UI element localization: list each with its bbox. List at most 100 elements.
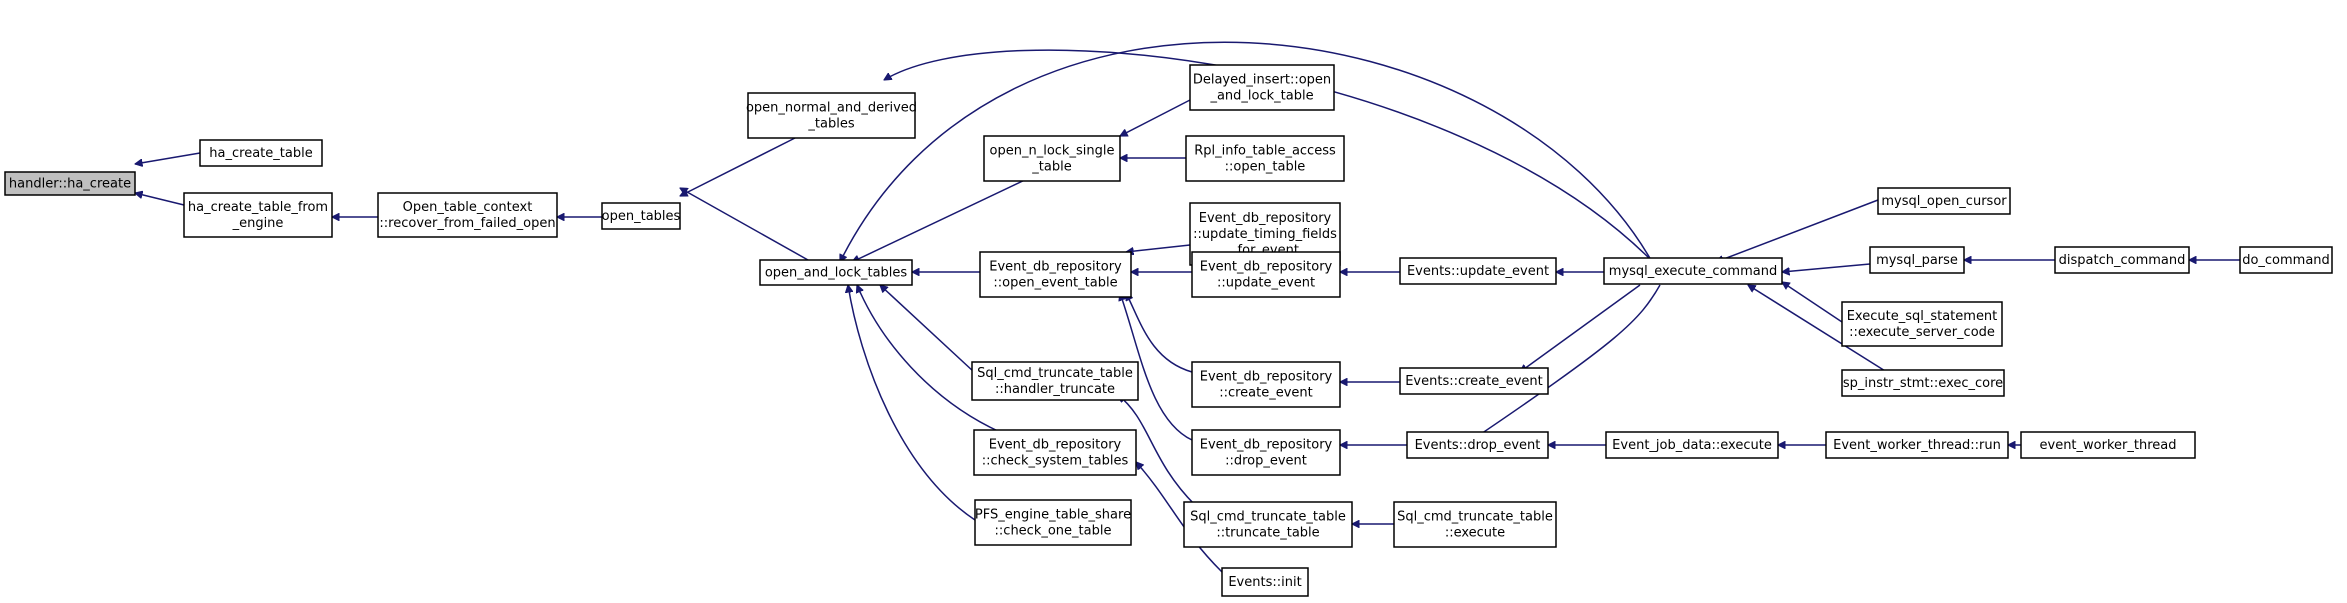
node-check-system-tables[interactable]: Event_db_repository::check_system_tables: [973, 429, 1137, 476]
node-box: [183, 192, 333, 238]
node-label: Events::init: [1228, 575, 1301, 590]
node-label: Events::drop_event: [1415, 438, 1541, 453]
node-label: Event_db_repository: [1200, 370, 1333, 385]
node-recover-from-failed-open[interactable]: Open_table_context::recover_from_failed_…: [377, 192, 558, 238]
node-box: [1191, 361, 1341, 408]
node-label: Sql_cmd_truncate_table: [1190, 510, 1346, 525]
node-events-create-event[interactable]: Events::create_event: [1399, 367, 1549, 395]
node-box: [971, 361, 1139, 401]
node-label: Event_worker_thread::run: [1833, 438, 2001, 453]
edge-update_timing_fields-to-open_event_table: [1126, 244, 1191, 252]
node-label: Event_db_repository: [1199, 211, 1332, 226]
node-label: Events::update_event: [1407, 264, 1549, 279]
node-label: mysql_open_cursor: [1881, 194, 2007, 209]
node-truncate-table[interactable]: Sql_cmd_truncate_table::truncate_table: [1183, 501, 1353, 548]
edge-check_one_table-to-open_and_lock_tables: [848, 285, 976, 521]
node-events-update-event[interactable]: Events::update_event: [1399, 257, 1557, 285]
edge-events_init-to-check_system_tables: [1136, 462, 1223, 573]
node-box: [747, 92, 916, 139]
node-label: mysql_execute_command: [1609, 264, 1777, 279]
edge-exec_core-to-mysql_execute_command: [1748, 285, 1891, 375]
edge-execute_server_code-to-mysql_execute_command: [1782, 282, 1843, 323]
node-label: mysql_parse: [1876, 253, 1958, 268]
node-exec-core[interactable]: sp_instr_stmt::exec_core: [1841, 369, 2005, 397]
node-repo-create-event[interactable]: Event_db_repository::create_event: [1191, 361, 1341, 408]
node-dispatch-command[interactable]: dispatch_command: [2054, 246, 2190, 274]
node-repo-drop-event[interactable]: Event_db_repository::drop_event: [1191, 429, 1341, 476]
node-repo-update-event[interactable]: Event_db_repository::update_event: [1191, 251, 1341, 298]
node-box: [1841, 301, 2003, 347]
node-open-and-lock-tables[interactable]: open_and_lock_tables: [759, 259, 913, 286]
node-label: Event_db_repository: [1200, 438, 1333, 453]
node-open-n-lock-single-table[interactable]: open_n_lock_single_table: [983, 135, 1121, 182]
node-ha-create-table[interactable]: ha_create_table: [199, 139, 323, 167]
node-label: open_and_lock_tables: [765, 266, 908, 281]
node-delayed-insert-open-and-lock-table[interactable]: Delayed_insert::open_and_lock_table: [1189, 64, 1335, 111]
node-label: Execute_sql_statement: [1847, 309, 1998, 324]
node-label: ::update_event: [1217, 276, 1315, 291]
node-open-tables[interactable]: open_tables: [601, 202, 681, 230]
node-truncate-execute[interactable]: Sql_cmd_truncate_table::execute: [1393, 501, 1557, 548]
node-mysql-parse[interactable]: mysql_parse: [1869, 246, 1965, 274]
node-open-event-table[interactable]: Event_db_repository::open_event_table: [979, 251, 1132, 298]
node-label: ::open_event_table: [993, 276, 1117, 291]
node-label: ::check_one_table: [995, 524, 1112, 539]
node-box: [1221, 567, 1309, 597]
node-label: Event_db_repository: [989, 438, 1122, 453]
edge-delayed_insert-to-open_n_lock_single_table: [1120, 99, 1191, 137]
node-events-drop-event[interactable]: Events::drop_event: [1406, 431, 1549, 459]
node-box: [1393, 501, 1557, 548]
node-events-init[interactable]: Events::init: [1221, 567, 1309, 597]
node-execute-server-code[interactable]: Execute_sql_statement::execute_server_co…: [1841, 301, 2003, 347]
node-event-job-data-execute[interactable]: Event_job_data::execute: [1605, 431, 1779, 459]
node-label: ::create_event: [1219, 386, 1313, 401]
node-label: ::open_table: [1225, 160, 1306, 175]
edge-mysql_execute_command-to-events_create_event: [1520, 284, 1641, 372]
edge-ha_create_table-to-ha_create: [135, 152, 201, 164]
node-label: handler::ha_create: [9, 177, 131, 192]
node-label: Events::create_event: [1405, 374, 1543, 389]
node-label: ::handler_truncate: [995, 382, 1115, 397]
node-ha-create[interactable]: handler::ha_create: [4, 171, 136, 196]
node-label: Event_db_repository: [989, 260, 1122, 275]
node-do-command[interactable]: do_command: [2239, 246, 2333, 274]
edge-truncate_table-to-handler_truncate: [1118, 395, 1196, 506]
node-label: event_worker_thread: [2040, 438, 2177, 453]
node-box: [2239, 246, 2333, 274]
node-box: [974, 499, 1132, 546]
node-open-normal-and-derived-tables[interactable]: open_normal_and_derived_tables: [746, 92, 917, 139]
node-box: [1825, 431, 2009, 459]
node-label: sp_instr_stmt::exec_core: [1843, 376, 2003, 391]
node-check-one-table[interactable]: PFS_engine_table_share::check_one_table: [974, 499, 1132, 546]
node-label: PFS_engine_table_share: [975, 508, 1131, 523]
node-box: [1183, 501, 1353, 548]
node-event-worker-thread-run[interactable]: Event_worker_thread::run: [1825, 431, 2009, 459]
node-label: do_command: [2242, 253, 2330, 268]
node-rpl-info-table-access-open-table[interactable]: Rpl_info_table_access::open_table: [1185, 135, 1345, 182]
edge-mysql_execute_command-to-open_and_lock_tables: [839, 41, 1652, 262]
node-box: [1185, 135, 1345, 182]
node-mysql-open-cursor[interactable]: mysql_open_cursor: [1877, 187, 2011, 215]
node-label: ::recover_from_failed_open: [379, 216, 555, 231]
node-label: ::truncate_table: [1216, 526, 1319, 541]
node-label: open_normal_and_derived: [746, 101, 917, 116]
edge-repo_drop_event-to-open_event_table: [1120, 293, 1193, 441]
node-event-worker-thread[interactable]: event_worker_thread: [2020, 431, 2196, 459]
node-label: ::check_system_tables: [982, 454, 1129, 469]
node-box: [1191, 251, 1341, 298]
node-label: ::update_timing_fields: [1193, 227, 1337, 242]
node-label: _and_lock_table: [1209, 89, 1313, 104]
node-label: _engine: [232, 216, 284, 231]
node-handler-truncate[interactable]: Sql_cmd_truncate_table::handler_truncate: [971, 361, 1139, 401]
node-label: ::execute_server_code: [1849, 325, 1995, 340]
node-label: Open_table_context: [403, 200, 533, 215]
edge-ha_create_table_from_engine-to-ha_create: [135, 193, 185, 206]
node-label: Event_job_data::execute: [1612, 438, 1772, 453]
node-label: Rpl_info_table_access: [1194, 144, 1336, 159]
edge-mysql_parse-to-mysql_execute_command: [1782, 263, 1871, 272]
node-box: [1189, 64, 1335, 111]
node-ha-create-table-from-engine[interactable]: ha_create_table_from_engine: [183, 192, 333, 238]
node-label: Delayed_insert::open: [1193, 73, 1331, 88]
node-mysql-execute-command[interactable]: mysql_execute_command: [1603, 257, 1783, 285]
